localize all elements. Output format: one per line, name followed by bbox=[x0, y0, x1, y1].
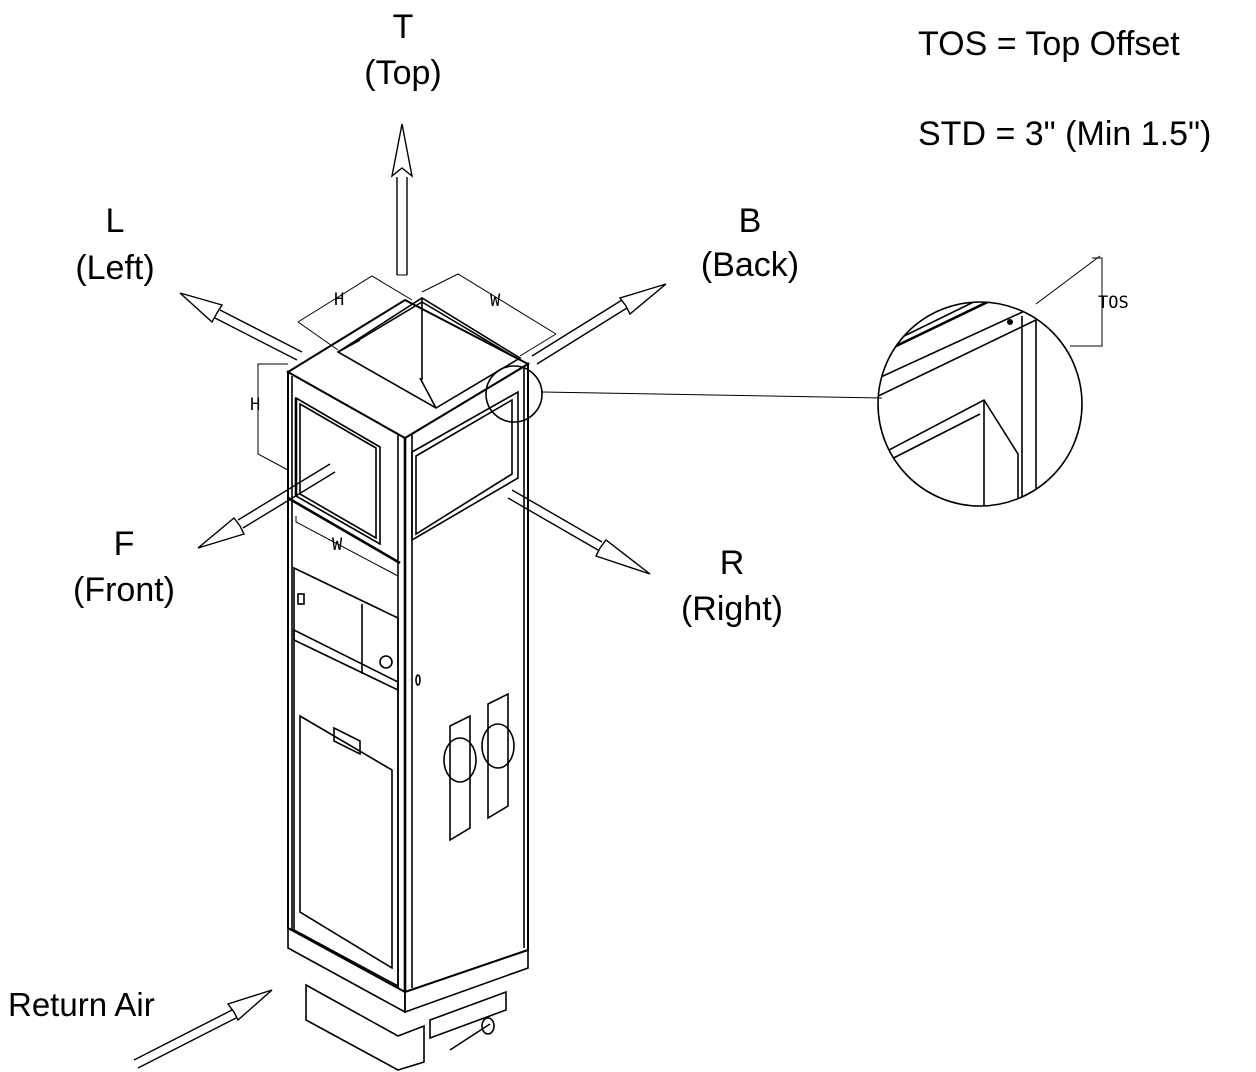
arrow-top-head-icon bbox=[390, 123, 414, 178]
arrow-back-head-icon bbox=[618, 283, 667, 316]
label-left-letter: L bbox=[106, 202, 125, 240]
label-front: F (Front) bbox=[73, 525, 175, 609]
base-stand bbox=[305, 983, 425, 1071]
cabinet-right-face bbox=[404, 362, 529, 994]
filter-door bbox=[293, 628, 399, 988]
cabinet-top-face bbox=[286, 298, 531, 440]
detail-callout: TOS bbox=[485, 255, 1129, 507]
arrow-left-head-icon bbox=[179, 292, 224, 324]
dimension-w-front-label: W bbox=[332, 535, 343, 555]
label-back-letter: B bbox=[739, 202, 762, 240]
magnified-detail-content bbox=[878, 302, 1041, 506]
label-top-letter: T bbox=[393, 8, 414, 46]
door-latch bbox=[333, 726, 361, 756]
arrow-back bbox=[531, 283, 667, 365]
label-back: B (Back) bbox=[701, 202, 799, 284]
dimension-h-front: H bbox=[250, 363, 289, 471]
label-front-letter: F bbox=[114, 525, 135, 563]
arrow-front-head-icon bbox=[197, 516, 245, 549]
label-top: T (Top) bbox=[364, 8, 441, 92]
arrow-right-head-icon bbox=[595, 539, 651, 575]
std-definition: STD = 3" (Min 1.5") bbox=[918, 115, 1211, 153]
arrow-top bbox=[390, 123, 414, 276]
knockout-right bbox=[487, 692, 509, 820]
dimension-w-top-label: W bbox=[490, 291, 501, 311]
cabinet bbox=[286, 297, 531, 1071]
tos-definition: TOS = Top Offset bbox=[918, 25, 1180, 63]
magnified-detail-icon bbox=[877, 301, 1083, 507]
cabinet-front-face bbox=[287, 370, 406, 994]
label-left-word: (Left) bbox=[75, 249, 154, 287]
dimension-w-top: W bbox=[421, 273, 557, 357]
arrow-return-air-head-icon bbox=[226, 989, 273, 1022]
detail-source-circle bbox=[485, 365, 543, 423]
top-opening bbox=[336, 297, 522, 409]
dimension-w-front: W bbox=[295, 516, 399, 577]
knockout-left bbox=[449, 714, 471, 842]
label-right-letter: R bbox=[720, 544, 745, 582]
arrow-front bbox=[197, 463, 336, 549]
dimension-h-front-label: H bbox=[250, 395, 260, 415]
label-right: R (Right) bbox=[681, 544, 783, 628]
label-return-air: Return Air bbox=[8, 986, 155, 1023]
right-opening bbox=[411, 390, 519, 542]
dimension-h-top-label: H bbox=[334, 290, 344, 310]
arrow-return-air bbox=[133, 989, 273, 1069]
label-front-word: (Front) bbox=[73, 571, 175, 609]
label-right-word: (Right) bbox=[681, 590, 783, 628]
arrow-left bbox=[179, 292, 303, 361]
tos-label: TOS bbox=[1098, 293, 1129, 313]
arrow-right bbox=[507, 489, 651, 575]
label-top-word: (Top) bbox=[364, 54, 441, 92]
label-left: L (Left) bbox=[75, 202, 154, 287]
label-back-word: (Back) bbox=[701, 246, 799, 284]
dimension-h-top: H bbox=[297, 275, 413, 351]
